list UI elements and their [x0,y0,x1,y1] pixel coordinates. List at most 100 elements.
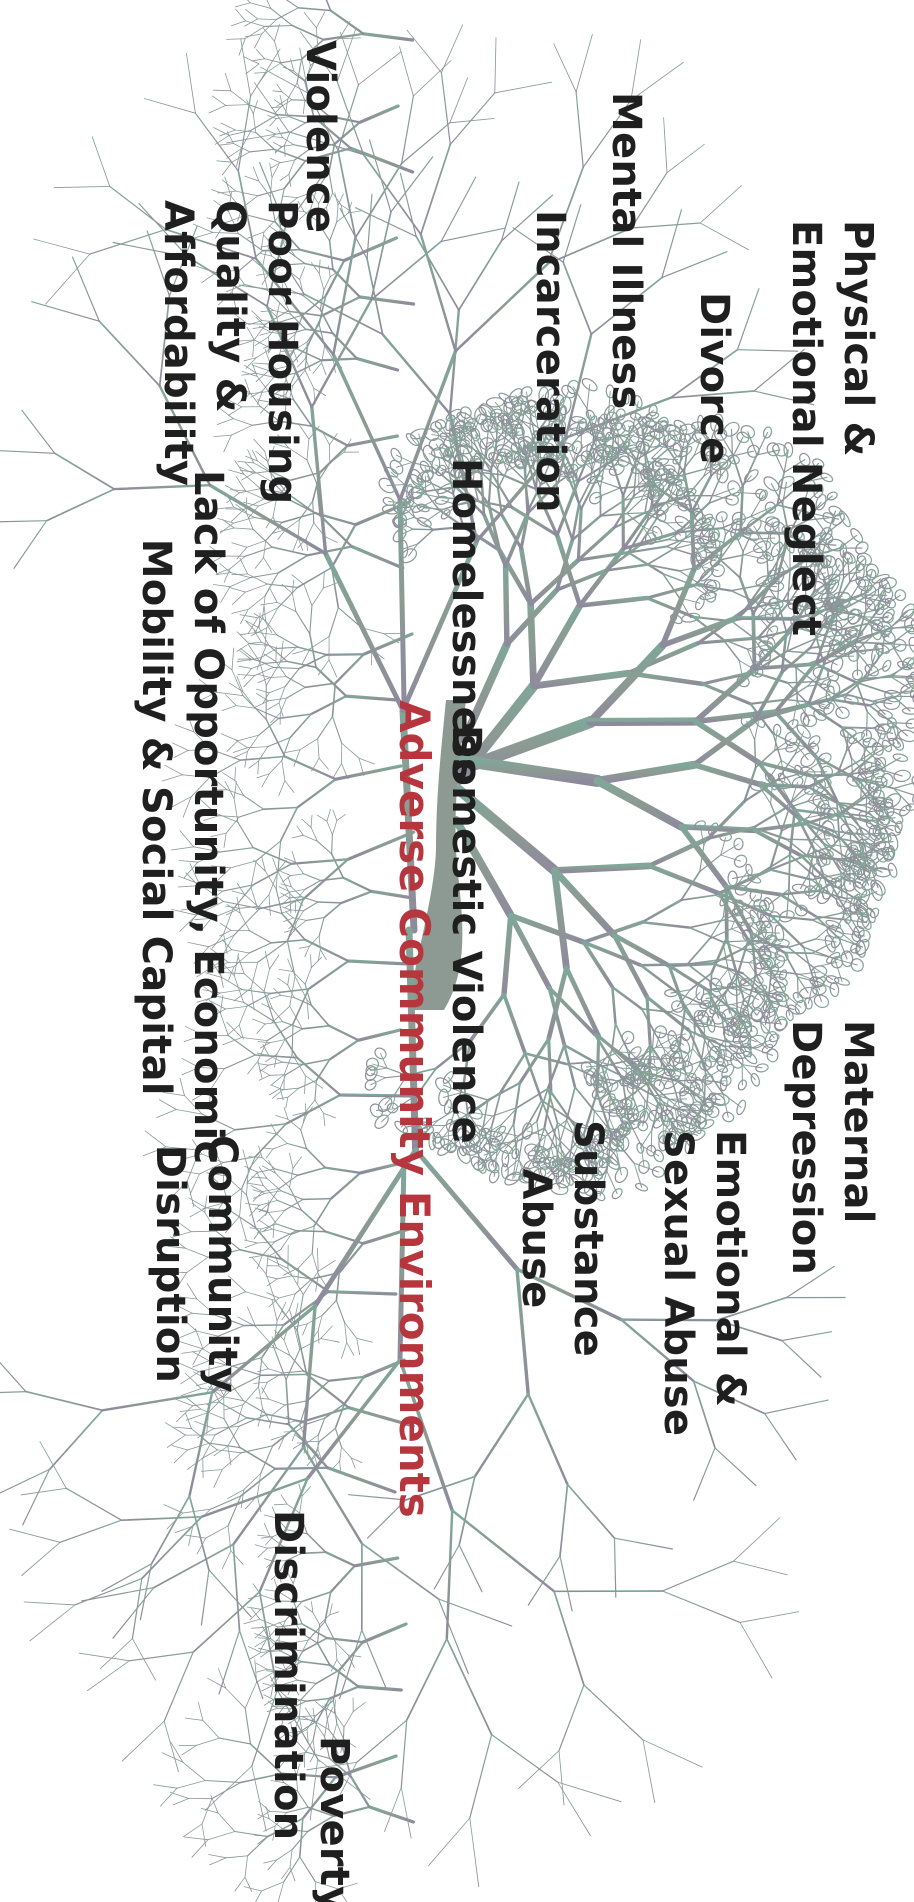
root-segment [239,666,252,668]
root-segment [268,1200,269,1211]
root-segment [441,73,450,145]
branch-segment [666,522,683,523]
root-segment [258,19,276,20]
root-segment [227,39,246,40]
root-segment [285,132,291,145]
branch-segment [634,468,636,496]
branch-segment [684,1072,685,1091]
root-segment [407,1639,447,1720]
root-segment [470,1818,479,1887]
root-segment [203,1720,219,1738]
root-segment [260,1043,270,1048]
root-segment [253,1192,262,1202]
root-segment [235,767,236,780]
root-segment [232,592,245,604]
root-segment [342,891,372,903]
root-segment [212,190,231,197]
root-segment [429,1818,470,1866]
branch-segment [641,964,688,965]
root-segment [290,1356,304,1372]
root-segment [233,748,247,753]
root-segment [277,1850,293,1860]
label-poverty: Poverty [308,1736,360,1902]
root-segment [330,452,344,463]
root-segment [234,517,255,523]
root-segment [281,910,291,913]
root-segment [264,969,269,991]
root-segment [334,1713,344,1727]
root-segment [528,1556,560,1605]
root-segment [277,1224,297,1231]
root-segment [282,92,292,100]
root-segment [99,321,159,386]
root-segment [262,1882,284,1891]
root-segment [245,547,272,556]
root-segment [286,1095,340,1124]
root-segment [311,1005,329,1026]
root-segment [255,34,262,48]
root-segment [323,573,324,588]
root-segment [202,1470,223,1472]
branch-segment [894,782,914,789]
root-segment [198,1702,203,1720]
root-segment [198,1429,215,1438]
root-segment [290,1867,295,1881]
root-segment [281,871,291,875]
branch-segment [597,781,681,827]
root-segment [291,910,304,911]
root-segment [330,1604,333,1615]
root-segment [715,1448,756,1486]
root-segment [202,1824,206,1846]
root-segment [249,931,271,943]
root-segment [186,1535,206,1538]
root-segment [244,669,252,679]
root-segment [55,453,115,489]
root-segment [270,1089,281,1095]
root-segment [303,1408,349,1422]
root-segment [192,1840,208,1858]
root-segment [360,106,398,122]
root-segment [282,584,293,593]
root-segment [88,1661,130,1691]
root-segment [269,698,287,701]
root-segment [102,1564,152,1591]
root-segment [359,52,402,85]
root-segment [274,1021,297,1057]
root-segment [0,1346,26,1392]
root-segment [306,918,324,921]
branch-segment [567,1087,575,1120]
root-segment [416,237,459,311]
root-segment [385,1787,402,1831]
root-segment [353,1702,365,1711]
root-segment [292,594,296,612]
branch-segment [642,922,690,927]
root-segment [252,1257,266,1274]
root-segment [254,1382,268,1383]
root-segment [305,940,348,961]
root-segment [249,943,271,953]
root-segment [275,1255,279,1266]
branch-segment [506,566,507,644]
root-segment [288,974,290,985]
root-segment [336,1642,337,1660]
root-segment [292,26,323,40]
branch-segment [737,493,761,494]
root-segment [202,1799,212,1824]
root-segment [321,1339,340,1343]
root-segment [258,761,259,774]
root-segment [363,1624,406,1642]
root-segment [258,1042,270,1043]
root-segment [421,234,456,351]
branch-segment [770,870,812,880]
root-segment [66,1488,121,1520]
branch-segment [642,900,681,922]
root-segment [615,1538,616,1597]
root-segment [329,1026,358,1040]
root-segment [293,538,298,551]
root-segment [273,91,282,92]
root-segment [261,1446,273,1474]
branch-segment [732,621,754,638]
root-segment [287,687,306,698]
root-segment [247,541,266,548]
root-segment [60,1520,121,1542]
